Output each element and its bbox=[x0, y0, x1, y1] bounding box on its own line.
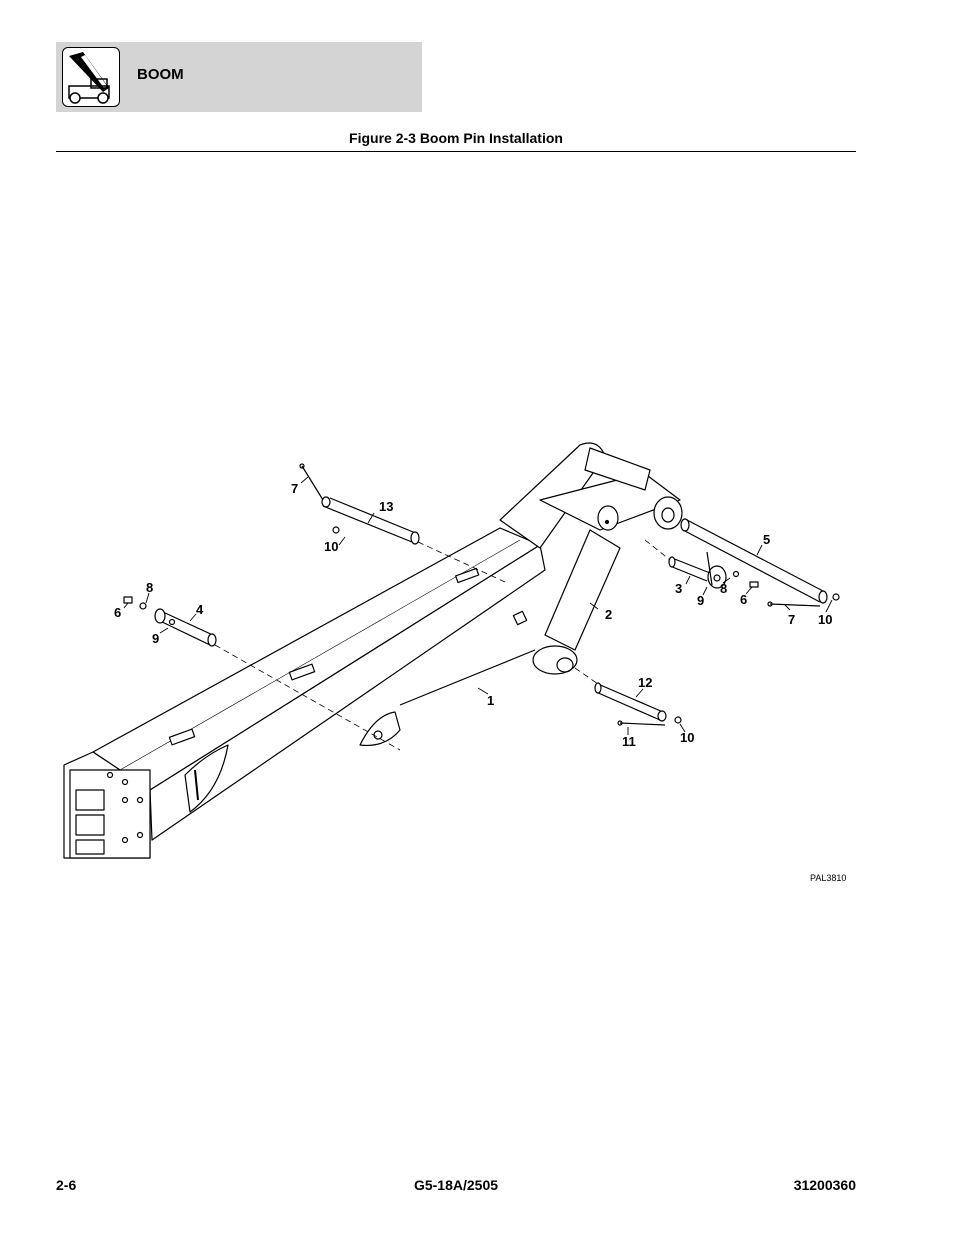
callout-9a: 9 bbox=[152, 631, 159, 646]
callout-13: 13 bbox=[379, 499, 393, 514]
callout-6b: 6 bbox=[740, 592, 747, 607]
pin-12 bbox=[594, 682, 667, 722]
pin-13 bbox=[321, 496, 420, 545]
callout-6a: 6 bbox=[114, 605, 121, 620]
callout-7b: 7 bbox=[788, 612, 795, 627]
callout-9b: 9 bbox=[697, 593, 704, 608]
boom-head bbox=[499, 442, 683, 549]
figure-caption: Figure 2-3 Boom Pin Installation bbox=[349, 130, 563, 146]
manual-number: 31200360 bbox=[793, 1177, 856, 1193]
leader-lines bbox=[123, 476, 833, 735]
callout-12: 12 bbox=[638, 675, 652, 690]
callout-4: 4 bbox=[196, 602, 204, 617]
callout-10b: 10 bbox=[818, 612, 832, 627]
section-title: BOOM bbox=[137, 66, 184, 83]
hardware bbox=[123, 463, 840, 726]
model-number: G5-18A/2505 bbox=[413, 1177, 499, 1193]
callout-10c: 10 bbox=[680, 730, 694, 745]
figure-reference-code: PAL3810 bbox=[810, 873, 846, 883]
callout-7a: 7 bbox=[291, 481, 298, 496]
boom-body bbox=[63, 527, 546, 859]
callout-8b: 8 bbox=[720, 581, 727, 596]
callout-10a: 10 bbox=[324, 539, 338, 554]
lift-cylinder bbox=[359, 529, 621, 747]
header-rule bbox=[56, 151, 856, 152]
pin-3 bbox=[668, 556, 727, 589]
callout-1: 1 bbox=[487, 693, 494, 708]
callout-11: 11 bbox=[622, 734, 636, 749]
pin-5 bbox=[680, 518, 828, 604]
telehandler-icon bbox=[62, 47, 120, 107]
callout-3: 3 bbox=[675, 581, 682, 596]
alignment-lines bbox=[214, 539, 671, 751]
callout-5: 5 bbox=[763, 532, 770, 547]
callout-8a: 8 bbox=[146, 580, 153, 595]
callout-2: 2 bbox=[605, 607, 612, 622]
pin-4 bbox=[154, 608, 217, 647]
page-number: 2-6 bbox=[56, 1177, 77, 1193]
